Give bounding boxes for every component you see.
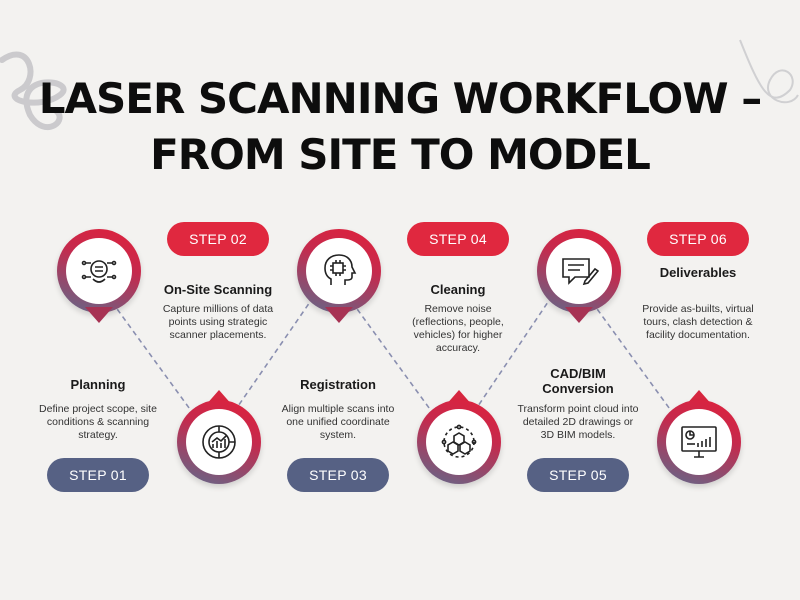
step-03-badge: STEP 03 [287,458,389,492]
step-02-node [177,390,261,484]
step-05-node [537,229,621,323]
step-01-badge: STEP 01 [47,458,149,492]
connector-5-6 [591,301,673,413]
step-06-description: Provide as-builts, virtual tours, clash … [642,303,754,341]
step-04-heading: Cleaning [430,282,486,297]
step-04-node [417,390,501,484]
step-01-description: Define project scope, site conditions & … [39,403,157,441]
ai-head-icon [324,254,357,285]
step-01-heading: Planning [70,377,126,392]
connector-2-3 [233,301,311,413]
monitor-chart-icon [681,426,717,458]
step-02-badge: STEP 02 [167,222,269,256]
step-04-badge: STEP 04 [407,222,509,256]
step-01-node [57,229,141,323]
step-04-description: Remove noise (reflections, people, vehic… [412,303,504,354]
connector-1-2 [111,301,193,413]
step-06-badge: STEP 06 [647,222,749,256]
connector-3-4 [351,301,433,413]
step-03-heading: Registration [300,377,376,392]
cubes-network-icon [441,424,477,458]
document-edit-icon [562,258,599,286]
step-02-heading: On-Site Scanning [163,282,273,297]
analytics-icon [202,425,236,459]
step-06-heading: Deliverables [659,265,737,280]
step-06-node [657,390,741,484]
page-title-line-1: LASER SCANNING WORKFLOW – [38,74,762,123]
step-05-heading: CAD/BIM Conversion [542,366,614,396]
planning-icon [81,260,117,283]
step-05-badge: STEP 05 [527,458,629,492]
connector-4-5 [473,301,549,413]
step-02-description: Capture millions of data points using st… [162,303,274,341]
step-05-description: Transform point cloud into detailed 2D d… [517,403,639,441]
step-03-description: Align multiple scans into one unified co… [281,403,395,441]
page-title-line-2: FROM SITE TO MODEL [150,130,651,179]
step-03-node [297,229,381,323]
